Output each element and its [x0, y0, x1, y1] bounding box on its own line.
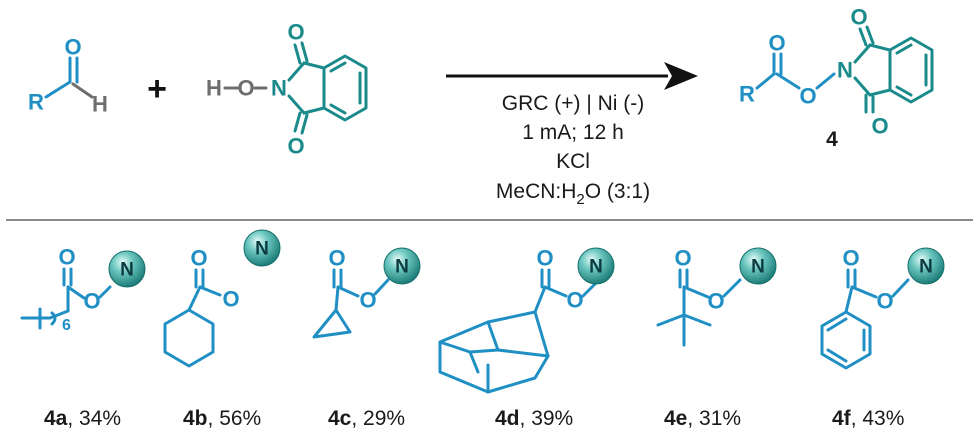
- product-compound-number: 4: [826, 128, 838, 151]
- scope-4c-link-oxygen: O: [359, 288, 376, 313]
- aldehyde-r-group: R: [28, 90, 44, 115]
- scope-4e-link-oxygen: O: [707, 289, 724, 314]
- scope-label-4b: 4b, 56%: [183, 407, 261, 430]
- product-carbonyl-oxygen-bottom: O: [871, 114, 888, 139]
- product-nitrogen: N: [837, 58, 853, 83]
- scope-4f-ball: N: [907, 247, 945, 285]
- aldehyde-hydrogen: H: [92, 92, 108, 117]
- nhpi-nitrogen: N: [271, 76, 287, 101]
- scope-4a-subscript: 6: [62, 317, 71, 334]
- scope-4a-structure: O O 6: [20, 245, 112, 334]
- aldehyde-reactant: R O H: [28, 35, 108, 117]
- scope-label-4f: 4f, 43%: [832, 407, 904, 430]
- condition-solvent: MeCN:H2O (3:1): [496, 180, 650, 208]
- scope-label-4a: 4a, 34%: [44, 407, 121, 430]
- aldehyde-oxygen: O: [64, 35, 81, 60]
- svg-text:N: N: [751, 257, 765, 278]
- svg-text:N: N: [919, 257, 933, 278]
- product-ester-link-oxygen: O: [799, 84, 816, 109]
- condition-current-time: 1 mA; 12 h: [522, 121, 624, 144]
- nhpi-carbonyl-oxygen-top: O: [287, 20, 304, 45]
- product-carbonyl-oxygen-top: O: [850, 5, 867, 30]
- svg-text:N: N: [395, 257, 409, 278]
- scope-4a-carbonyl-oxygen: O: [58, 245, 75, 270]
- scope-4b-structure: O O: [163, 246, 240, 368]
- scope-label-4c: 4c, 29%: [328, 407, 405, 430]
- scope-4b-link-oxygen: O: [222, 287, 239, 312]
- scope-4a-ball: N: [108, 250, 146, 288]
- scope-4d-link-oxygen: O: [566, 288, 583, 313]
- product-r-group: R: [739, 82, 755, 107]
- svg-text:N: N: [120, 260, 134, 281]
- scope-4c-ball: N: [383, 247, 421, 285]
- svg-text:N: N: [589, 257, 603, 278]
- scope-4e-carbonyl-oxygen: O: [674, 246, 691, 271]
- plus-sign: +: [147, 70, 167, 108]
- scope-4d-carbonyl-oxygen: O: [536, 246, 553, 271]
- svg-text:N: N: [255, 239, 269, 260]
- scope-4f-carbonyl-oxygen: O: [842, 246, 859, 271]
- condition-electrolyte: KCl: [556, 150, 590, 173]
- scope-4e-ball: N: [739, 247, 777, 285]
- scope-4b-carbonyl-oxygen: O: [190, 246, 207, 271]
- nhpi-carbonyl-oxygen-bottom: O: [287, 134, 304, 159]
- nhpi-hydroxy-h: H: [206, 76, 222, 101]
- nhpi-hydroxy-o: O: [237, 76, 254, 101]
- scope-4e-structure: O O: [656, 246, 742, 347]
- scope-4a-link-oxygen: O: [83, 289, 100, 314]
- scope-label-4d: 4d, 39%: [495, 407, 573, 430]
- nhpi-reactant: H O N O O: [206, 20, 368, 159]
- scope-4d-ball: N: [577, 247, 615, 285]
- scope-4c-structure: O O: [312, 246, 390, 339]
- condition-electrodes: GRC (+) | Ni (-): [502, 92, 645, 115]
- scope-4f-link-oxygen: O: [876, 289, 893, 314]
- scope-4b-ball: N: [243, 229, 281, 267]
- scope-4c-carbonyl-oxygen: O: [328, 246, 345, 271]
- product-ester-carbonyl-oxygen: O: [768, 31, 785, 56]
- product-structure: R O O N O O: [739, 5, 934, 139]
- scope-4f-structure: O O: [820, 246, 910, 370]
- scope-4d-structure: O O: [438, 246, 599, 394]
- reaction-arrow: [446, 62, 698, 90]
- scope-label-4e: 4e, 31%: [664, 407, 741, 430]
